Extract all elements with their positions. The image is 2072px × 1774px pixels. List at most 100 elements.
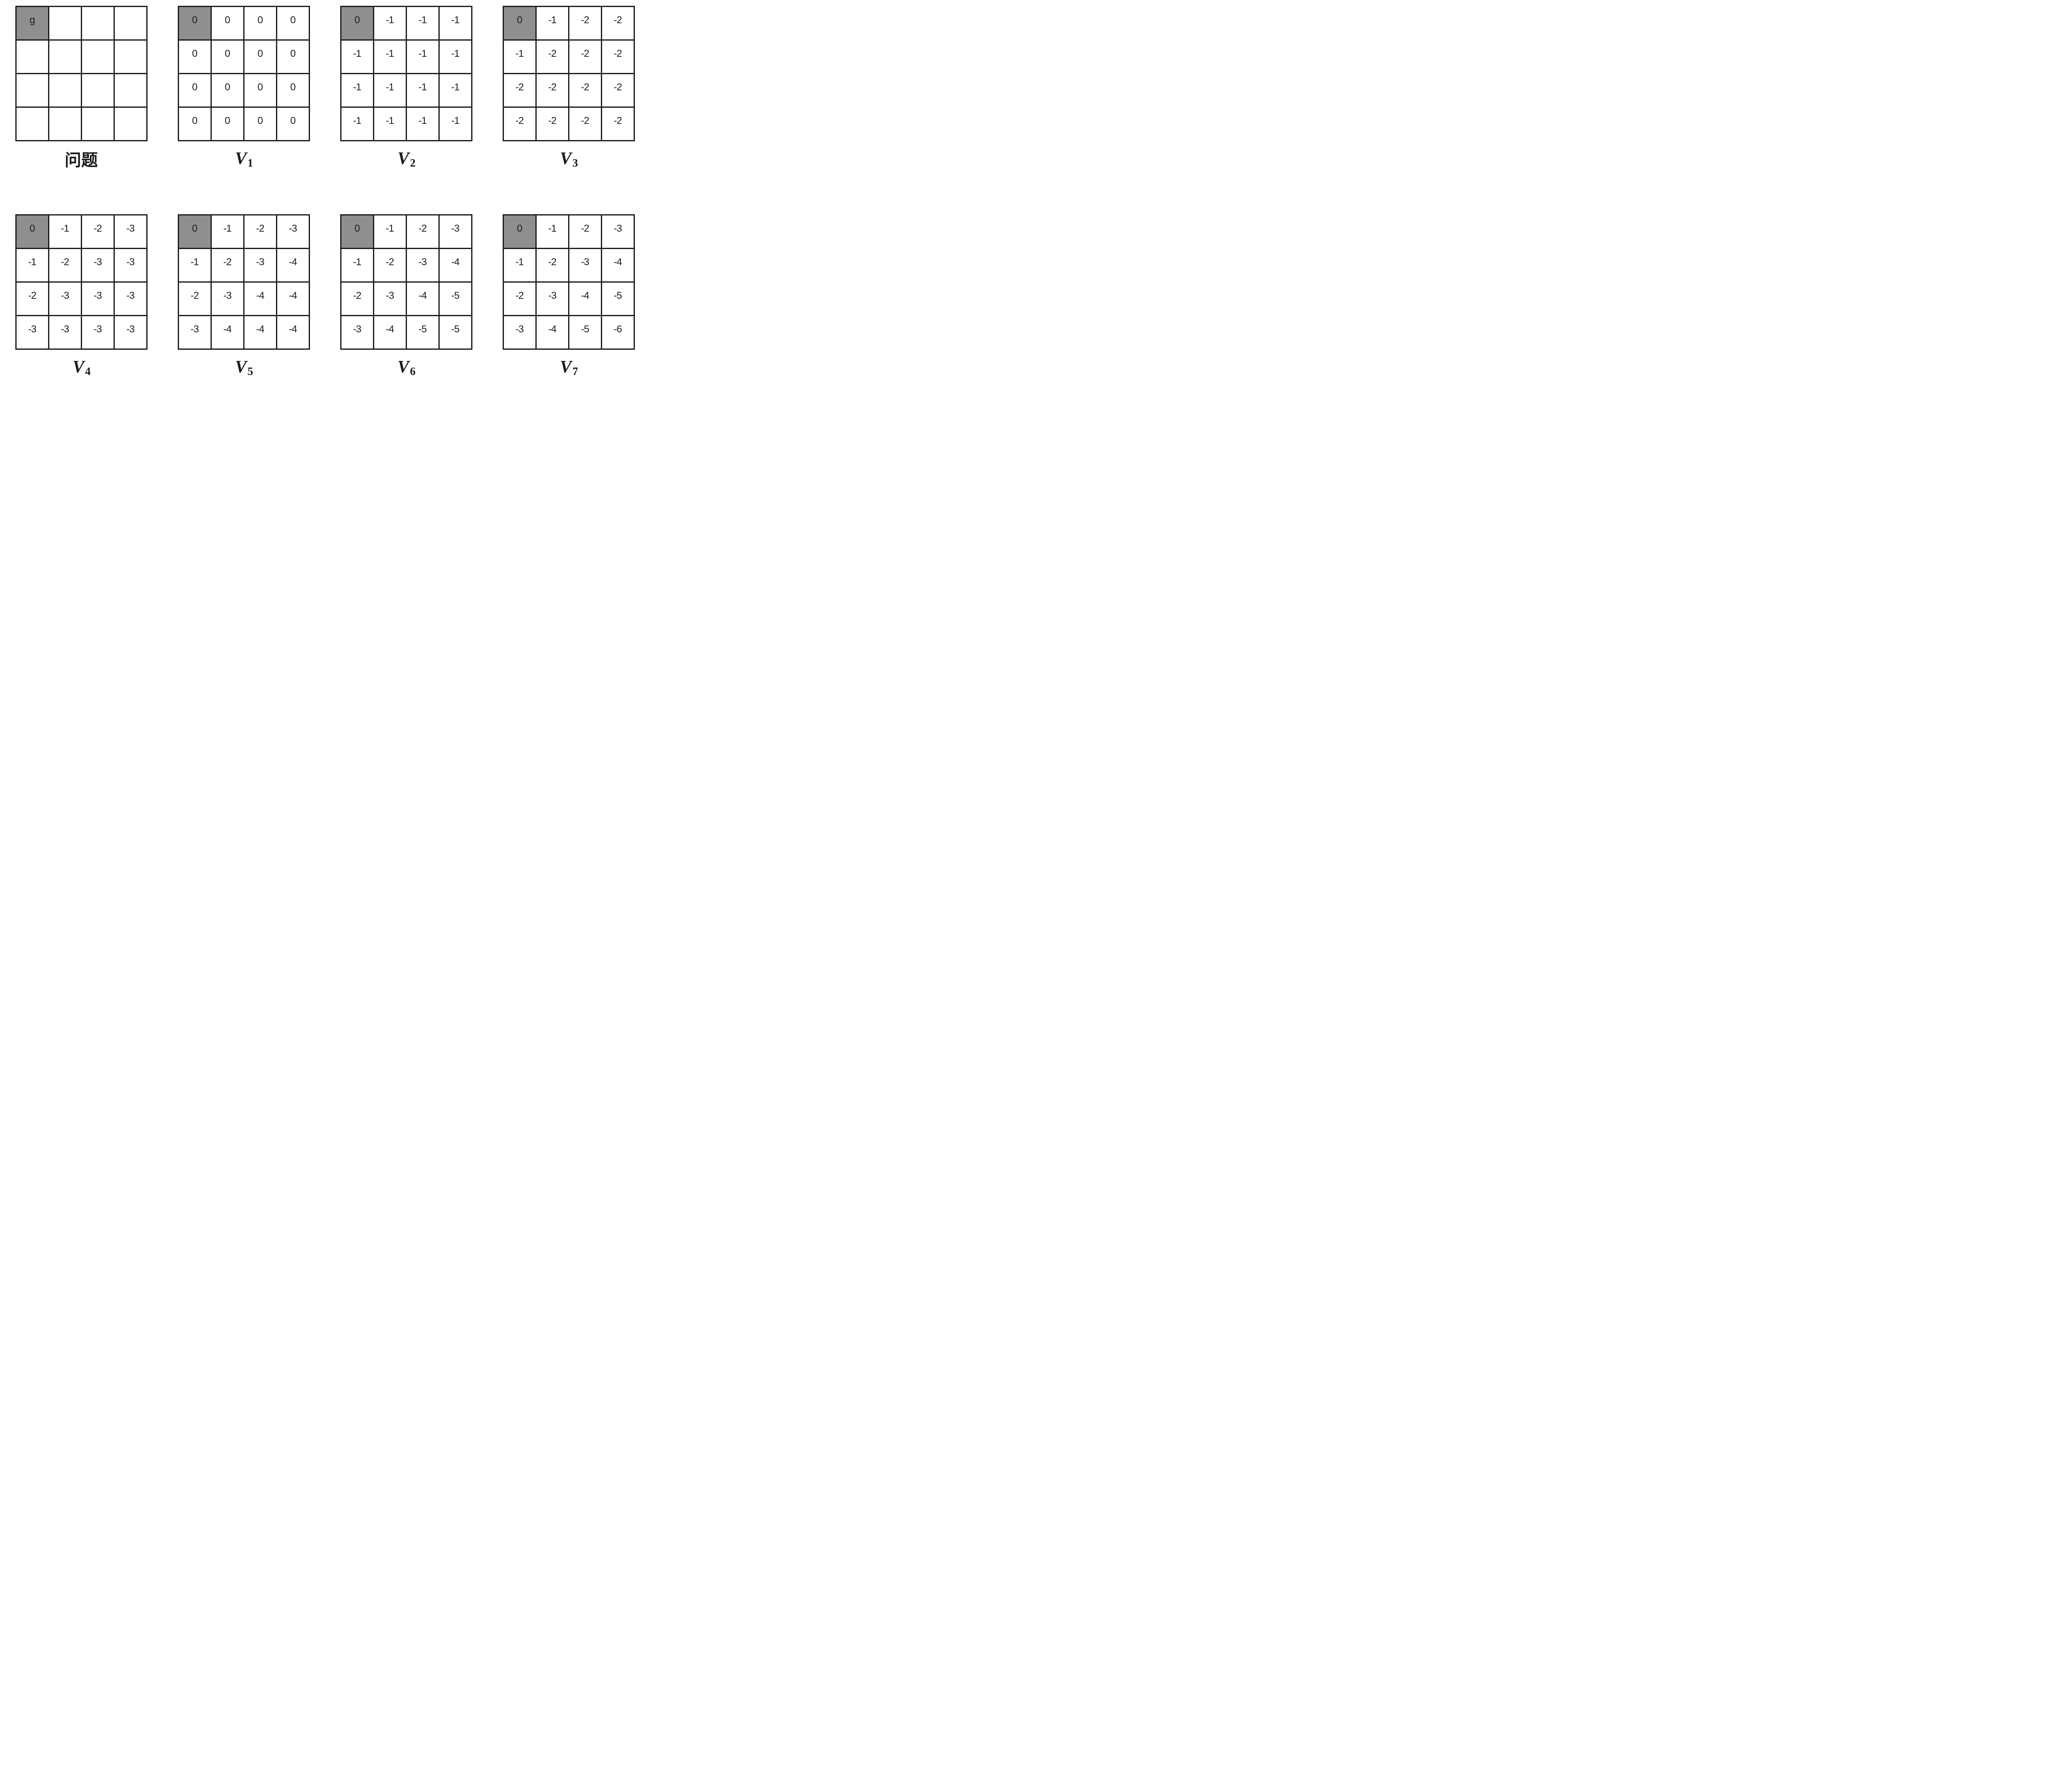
grid-v5-cell-r1-c3: -4 bbox=[276, 248, 310, 283]
grid-v2-cell-r1-c1: -1 bbox=[373, 39, 407, 74]
grid-problem-cell-r3-c1 bbox=[48, 106, 82, 141]
grid-v2-cell-r3-c1: -1 bbox=[373, 106, 407, 141]
label-v6-subscript: 6 bbox=[410, 365, 416, 378]
grid-v7-cell-r0-c0: 0 bbox=[502, 214, 537, 249]
grid-v7-row-0: 0-1-2-3 bbox=[502, 214, 635, 249]
grid-v6-cell-r2-c3: -5 bbox=[438, 281, 472, 316]
grid-v6-cell-r1-c1: -2 bbox=[373, 248, 407, 283]
grid-v2-cell-r0-c1: -1 bbox=[373, 6, 407, 41]
grid-v6-cell-r1-c2: -3 bbox=[405, 248, 440, 283]
grid-problem-row-2 bbox=[15, 73, 148, 108]
grid-v5-cell-r3-c0: -3 bbox=[177, 315, 212, 350]
grid-v5-cell-r2-c0: -2 bbox=[177, 281, 212, 316]
grid-v6-cell-r3-c3: -5 bbox=[438, 315, 472, 350]
grid-v5-row-1: -1-2-3-4 bbox=[177, 248, 310, 283]
grid-v3-cell-r0-c0: 0 bbox=[502, 6, 537, 41]
grid-v5-cell-r2-c2: -4 bbox=[243, 281, 277, 316]
grid-v1-cell-r0-c1: 0 bbox=[210, 6, 244, 41]
label-v5-subscript: 5 bbox=[247, 365, 253, 378]
grid-v4-cell-r1-c0: -1 bbox=[15, 248, 49, 283]
grid-v3-cell-r3-c3: -2 bbox=[600, 106, 635, 141]
grid-v2-cell-r2-c2: -1 bbox=[405, 73, 440, 108]
grid-v2-cell-r2-c3: -1 bbox=[438, 73, 472, 108]
label-v7-subscript: 7 bbox=[572, 365, 578, 378]
grid-v3-cell-r3-c0: -2 bbox=[502, 106, 537, 141]
grid-v3-row-3: -2-2-2-2 bbox=[502, 106, 635, 141]
grid-v3-cell-r0-c2: -2 bbox=[568, 6, 602, 41]
grid-v7-cell-r1-c2: -3 bbox=[568, 248, 602, 283]
grid-v6-row-1: -1-2-3-4 bbox=[340, 248, 472, 283]
grid-problem-cell-r2-c1 bbox=[48, 73, 82, 108]
grid-v1-cell-r0-c2: 0 bbox=[243, 6, 277, 41]
grid-v5-cell-r0-c0: 0 bbox=[177, 214, 212, 249]
grid-v7-cell-r3-c2: -5 bbox=[568, 315, 602, 350]
grid-problem-row-0: g bbox=[15, 6, 148, 41]
grid-v7-cell-r3-c3: -6 bbox=[600, 315, 635, 350]
grid-v5-cell-r2-c3: -4 bbox=[276, 281, 310, 316]
grid-v6-cell-r2-c0: -2 bbox=[340, 281, 374, 316]
label-v3-subscript: 3 bbox=[572, 156, 578, 169]
label-v7-symbol: V bbox=[560, 358, 572, 377]
grid-v7-cell-r0-c1: -1 bbox=[535, 214, 569, 249]
grid-v3-cell-r3-c2: -2 bbox=[568, 106, 602, 141]
grid-v7-cell-r2-c2: -4 bbox=[568, 281, 602, 316]
grid-v2-row-2: -1-1-1-1 bbox=[340, 73, 472, 108]
grid-v2-cell-r3-c0: -1 bbox=[340, 106, 374, 141]
label-v4-subscript: 4 bbox=[85, 365, 91, 378]
grid-v5-cell-r1-c1: -2 bbox=[210, 248, 244, 283]
label-v2-subscript: 2 bbox=[410, 156, 416, 169]
grid-v2-cell-r2-c0: -1 bbox=[340, 73, 374, 108]
grid-v7-cell-r3-c0: -3 bbox=[502, 315, 537, 350]
grid-v4-cell-r1-c2: -3 bbox=[80, 248, 115, 283]
grid-problem-row-1 bbox=[15, 39, 148, 74]
grid-v6-cell-r2-c2: -4 bbox=[405, 281, 440, 316]
grid-v3-row-0: 0-1-2-2 bbox=[502, 6, 635, 41]
grid-v5-cell-r3-c1: -4 bbox=[210, 315, 244, 350]
grid-v3-cell-r2-c0: -2 bbox=[502, 73, 537, 108]
grid-v5-cell-r3-c3: -4 bbox=[276, 315, 310, 350]
grid-problem-cell-r1-c1 bbox=[48, 39, 82, 74]
grid-v1-cell-r3-c2: 0 bbox=[243, 106, 277, 141]
label-v1-symbol: V bbox=[235, 149, 247, 168]
grid-v4-cell-r0-c3: -3 bbox=[113, 214, 148, 249]
grid-v6-cell-r3-c2: -5 bbox=[405, 315, 440, 350]
grid-v7-row-1: -1-2-3-4 bbox=[502, 248, 635, 283]
grid-v4-row-1: -1-2-3-3 bbox=[15, 248, 148, 283]
grid-v2-cell-r1-c3: -1 bbox=[438, 39, 472, 74]
grid-v2-row-0: 0-1-1-1 bbox=[340, 6, 472, 41]
grid-v5-cell-r1-c2: -3 bbox=[243, 248, 277, 283]
grid-problem-row-3 bbox=[15, 106, 148, 141]
grid-v4-cell-r0-c1: -1 bbox=[48, 214, 82, 249]
grid-v5-cell-r0-c2: -2 bbox=[243, 214, 277, 249]
grid-v1-cell-r2-c2: 0 bbox=[243, 73, 277, 108]
grid-problem-cell-r3-c3 bbox=[113, 106, 148, 141]
grid-problem-cell-r2-c3 bbox=[113, 73, 148, 108]
grid-v7-cell-r2-c3: -5 bbox=[600, 281, 635, 316]
grid-v6-row-3: -3-4-5-5 bbox=[340, 315, 472, 350]
grid-v6-cell-r1-c0: -1 bbox=[340, 248, 374, 283]
grid-v3-cell-r0-c3: -2 bbox=[600, 6, 635, 41]
grid-v5-cell-r3-c2: -4 bbox=[243, 315, 277, 350]
grid-v6-cell-r0-c1: -1 bbox=[373, 214, 407, 249]
grid-v1-cell-r0-c0: 0 bbox=[177, 6, 212, 41]
grid-v2-cell-r3-c3: -1 bbox=[438, 106, 472, 141]
grid-v4-cell-r2-c3: -3 bbox=[113, 281, 148, 316]
grid-v3-cell-r1-c1: -2 bbox=[535, 39, 569, 74]
grid-v1-cell-r1-c3: 0 bbox=[276, 39, 310, 74]
grid-v7-cell-r2-c1: -3 bbox=[535, 281, 569, 316]
grid-v6-cell-r1-c3: -4 bbox=[438, 248, 472, 283]
label-v6-symbol: V bbox=[397, 358, 409, 377]
grid-problem-cell-r2-c2 bbox=[80, 73, 115, 108]
grid-v3-cell-r0-c1: -1 bbox=[535, 6, 569, 41]
grid-v1-cell-r3-c1: 0 bbox=[210, 106, 244, 141]
grid-v7-cell-r0-c3: -3 bbox=[600, 214, 635, 249]
grid-v7: 0-1-2-3-1-2-3-4-2-3-4-5-3-4-5-6 bbox=[502, 214, 635, 350]
